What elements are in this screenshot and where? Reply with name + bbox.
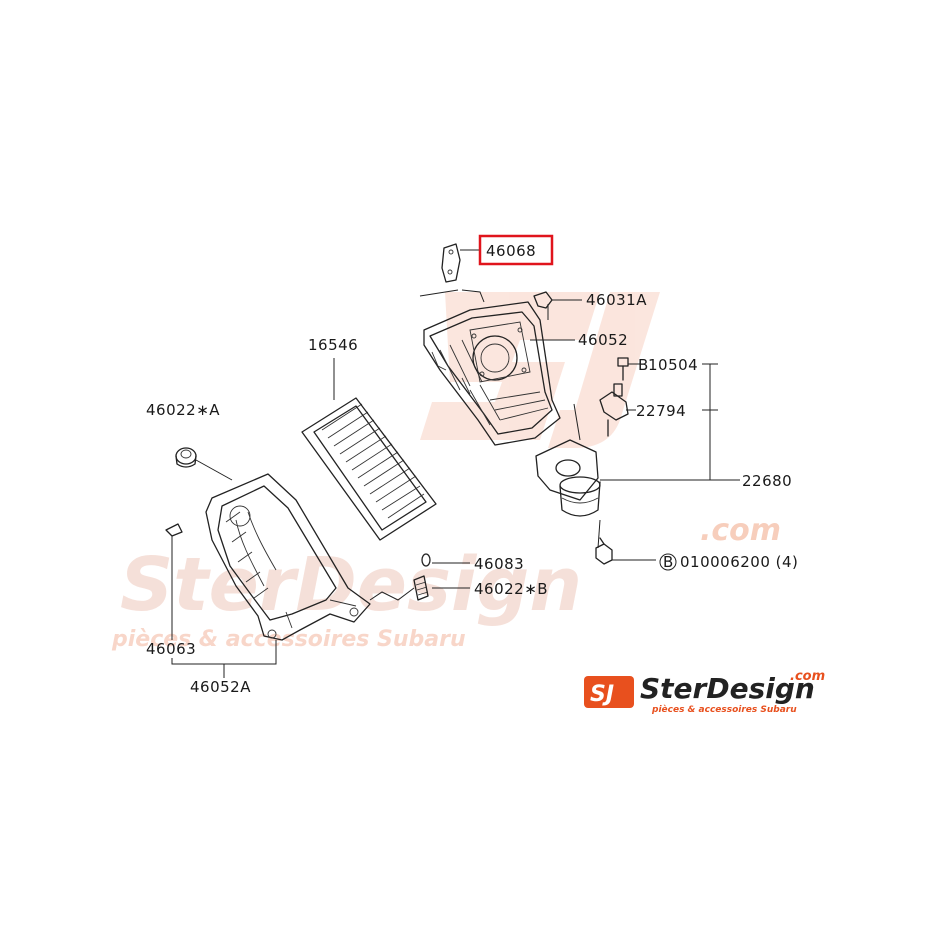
logo-mark-text: SJ xyxy=(590,682,614,707)
label-circle-b: B xyxy=(663,553,674,571)
part-46083-pin xyxy=(421,553,431,567)
part-16546-air-filter xyxy=(301,397,437,541)
part-46052A-lower-case xyxy=(205,473,371,641)
label-B10504-marker: B xyxy=(638,356,649,374)
watermark: SterDesign .com pièces & accessoires Sub… xyxy=(111,292,781,652)
label-46031A: 46031A xyxy=(586,291,647,309)
label-46052A: 46052A xyxy=(190,678,251,696)
part-46068-clip xyxy=(441,243,461,283)
part-46022B-grommet xyxy=(413,575,429,601)
highlight-box-46068 xyxy=(478,234,554,266)
part-22680-sensor-housing xyxy=(535,439,601,517)
leader-lines xyxy=(171,249,740,678)
brand-logo: SJ SterDesign .com pièces & accessoires … xyxy=(584,669,825,715)
circle-b-marker xyxy=(659,553,677,571)
part-22794-sensor xyxy=(599,383,629,437)
callout-labels: 46068 46031A 46052 16546 B 10504 22794 4… xyxy=(146,234,798,696)
label-46022B: 46022∗B xyxy=(474,580,548,598)
watermark-dotcom: .com xyxy=(700,513,781,548)
label-22794: 22794 xyxy=(636,402,686,420)
label-46022A: 46022∗A xyxy=(146,401,220,419)
label-46083: 46083 xyxy=(474,555,524,573)
label-16546: 16546 xyxy=(308,336,358,354)
watermark-tagline: pièces & accessoires Subaru xyxy=(111,627,466,652)
label-46063: 46063 xyxy=(146,640,196,658)
label-22680: 22680 xyxy=(742,472,792,490)
part-46063-clip xyxy=(165,523,183,537)
logo-tagline: pièces & accessoires Subaru xyxy=(651,704,797,715)
logo-dotcom: .com xyxy=(790,669,825,684)
part-46022A-grommet xyxy=(175,447,197,468)
label-B10504: 10504 xyxy=(648,356,698,374)
label-46052: 46052 xyxy=(578,331,628,349)
part-46052-upper-case xyxy=(423,301,561,446)
logo-mark xyxy=(584,676,634,708)
watermark-brand: SterDesign xyxy=(120,542,582,628)
part-B10504-bolt xyxy=(617,357,629,381)
logo-brand: SterDesign xyxy=(640,672,815,705)
label-46068: 46068 xyxy=(486,242,536,260)
label-010006200: 010006200 (4) xyxy=(680,553,798,571)
part-46031A-clip xyxy=(533,291,553,309)
